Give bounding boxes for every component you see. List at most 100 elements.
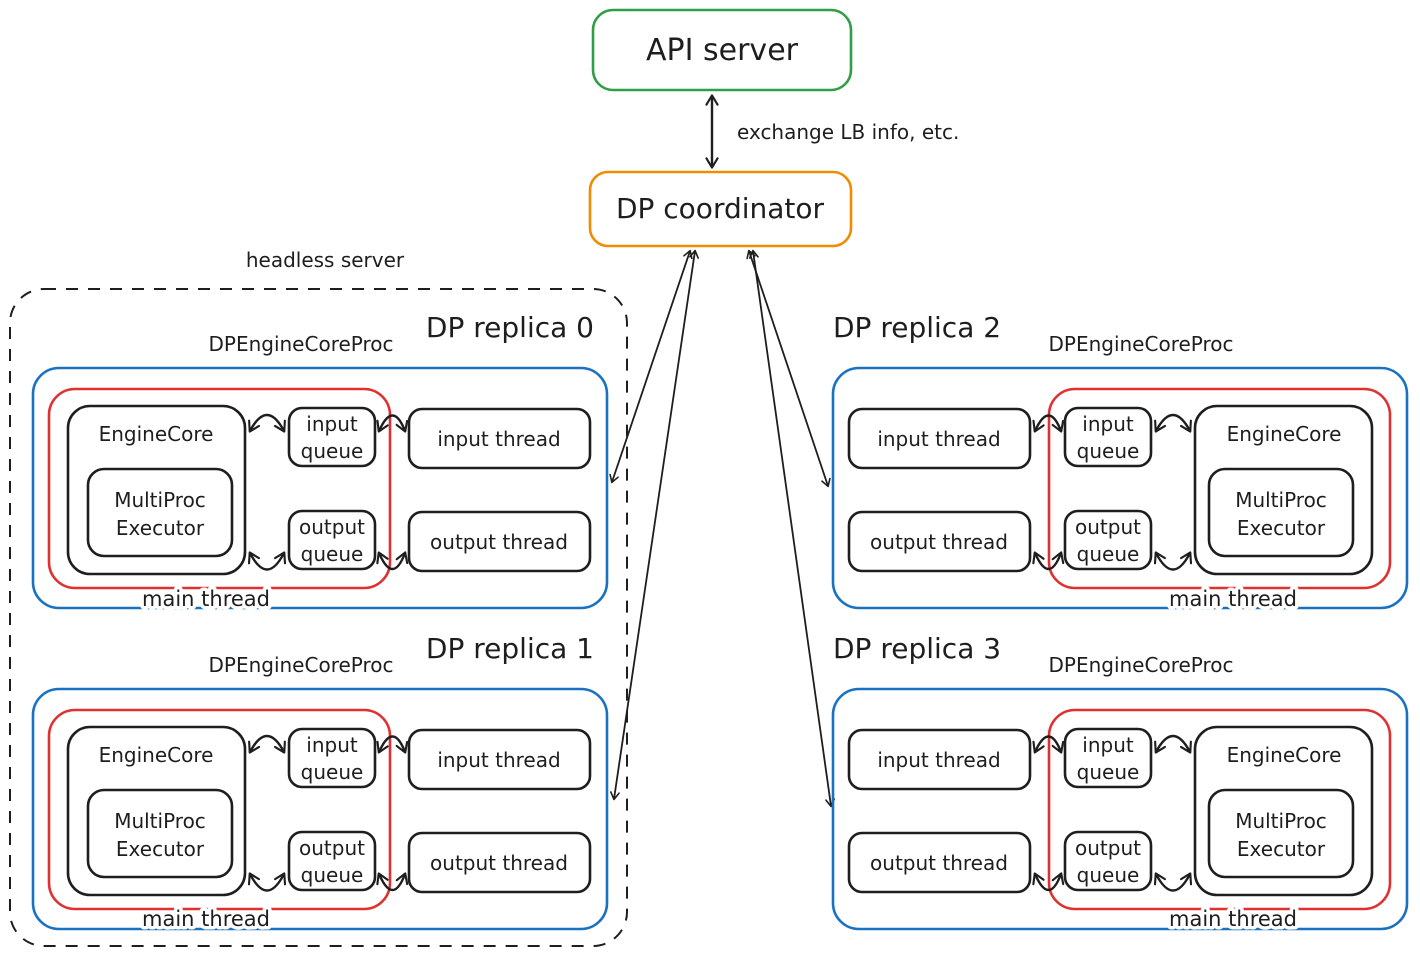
input-queue-label-line1: input	[306, 412, 358, 436]
exchange-info-label: exchange LB info, etc.	[737, 120, 959, 144]
outputqueue-outputthread-arrow	[376, 872, 409, 892]
input-thread-label: input thread	[437, 748, 560, 772]
output-queue-label-line2: queue	[1077, 542, 1140, 566]
enginecore-label: EngineCore	[1227, 743, 1342, 767]
input-thread-label: input thread	[877, 748, 1000, 772]
enginecore-outputqueue-arrow	[247, 551, 287, 571]
input-thread-box	[407, 407, 592, 470]
coordinator-replica-arrows	[609, 249, 836, 808]
input-queue-label-line1: input	[1082, 733, 1134, 757]
multiproc-executor-label-line2: Executor	[116, 516, 205, 540]
multiproc-executor-box	[1207, 467, 1355, 558]
headless-server-boundary	[9, 288, 628, 947]
inputqueue-enginecore-arrow	[1154, 734, 1192, 754]
main-thread-label: main thread	[1169, 587, 1297, 611]
output-queue-label-line1: output	[299, 836, 365, 860]
input-thread-box	[407, 728, 592, 791]
output-queue-label-line2: queue	[1077, 863, 1140, 887]
replica-0-title: DP replica 0	[426, 311, 594, 344]
multiproc-executor-box	[1207, 788, 1355, 879]
inputqueue-inputthread-arrow	[376, 735, 409, 754]
dp-coordinator-label: DP coordinator	[616, 192, 825, 225]
dpenginecoreproc-label: DPEngineCoreProc	[208, 332, 393, 356]
replica-3-group: DP replica 3 DPEngineCoreProc input thre…	[831, 632, 1409, 935]
main-thread-label: main thread	[142, 907, 270, 931]
api-server-box	[591, 8, 853, 92]
enginecore-label: EngineCore	[99, 743, 214, 767]
multiproc-executor-label-line2: Executor	[1237, 516, 1326, 540]
multiproc-executor-label-line1: MultiProc	[1235, 488, 1327, 512]
main-thread-label: main thread	[1169, 907, 1297, 931]
dpenginecoreproc-boundary	[31, 366, 609, 610]
output-queue-label-line1: output	[1075, 836, 1141, 860]
output-thread-label: output thread	[430, 530, 568, 554]
inputthread-inputqueue-arrow	[1032, 414, 1065, 433]
input-thread-box	[847, 407, 1032, 470]
multiproc-executor-label-line1: MultiProc	[1235, 809, 1327, 833]
dp-coordinator-node: DP coordinator	[588, 170, 853, 248]
enginecore-label: EngineCore	[1227, 422, 1342, 446]
output-queue-label-line2: queue	[301, 863, 364, 887]
enginecore-inputqueue-arrow	[248, 413, 286, 433]
replica-2-title: DP replica 2	[833, 311, 1001, 344]
input-queue-label-line2: queue	[301, 760, 364, 784]
main-thread-boundary	[1047, 387, 1392, 590]
input-thread-label: input thread	[877, 427, 1000, 451]
dpenginecoreproc-label: DPEngineCoreProc	[1048, 332, 1233, 356]
coordinator-replica1-arrow	[610, 249, 699, 801]
input-queue-label-line2: queue	[1077, 760, 1140, 784]
main-thread-label: main thread	[142, 587, 270, 611]
outputthread-outputqueue-arrow	[1032, 872, 1065, 892]
inputqueue-enginecore-arrow	[1154, 413, 1192, 433]
dpenginecoreproc-boundary	[31, 687, 609, 931]
api-server-node: API server	[591, 8, 853, 92]
dpenginecoreproc-boundary	[831, 687, 1409, 931]
inputqueue-inputthread-arrow	[376, 414, 409, 433]
output-thread-box	[847, 831, 1032, 894]
replica-1-group: DP replica 1 DPEngineCoreProc EngineCore…	[31, 632, 609, 935]
main-thread-boundary	[47, 387, 392, 590]
replica-2-group: DP replica 2 DPEngineCoreProc input thre…	[831, 311, 1409, 615]
output-queue-box	[287, 830, 377, 892]
output-queue-box	[1063, 830, 1153, 892]
inputthread-inputqueue-arrow	[1032, 735, 1065, 754]
input-thread-box	[847, 728, 1032, 791]
dpenginecoreproc-boundary	[831, 366, 1409, 610]
output-thread-box	[407, 831, 592, 894]
output-queue-box	[1063, 509, 1153, 571]
output-queue-label-line1: output	[299, 515, 365, 539]
output-queue-box	[287, 509, 377, 571]
coordinator-replica2-arrow	[746, 249, 831, 488]
headless-server-label: headless server	[246, 248, 405, 272]
output-thread-label: output thread	[430, 851, 568, 875]
multiproc-executor-label-line2: Executor	[1237, 837, 1326, 861]
multiproc-executor-label-line1: MultiProc	[114, 488, 206, 512]
replica-1-title: DP replica 1	[426, 632, 594, 665]
output-queue-label-line1: output	[1075, 515, 1141, 539]
dpenginecoreproc-label: DPEngineCoreProc	[1048, 653, 1233, 677]
output-thread-box	[407, 510, 592, 573]
output-thread-label: output thread	[870, 851, 1008, 875]
outputqueue-enginecore-arrow	[1153, 551, 1193, 571]
input-queue-label-line2: queue	[301, 439, 364, 463]
multiproc-executor-label-line1: MultiProc	[114, 809, 206, 833]
dpenginecoreproc-label: DPEngineCoreProc	[208, 653, 393, 677]
output-thread-label: output thread	[870, 530, 1008, 554]
multiproc-executor-box	[86, 788, 234, 879]
outputqueue-enginecore-arrow	[1153, 872, 1193, 892]
enginecore-inputqueue-arrow	[248, 734, 286, 754]
enginecore-label: EngineCore	[99, 422, 214, 446]
input-queue-box	[1063, 727, 1153, 789]
multiproc-executor-box	[86, 467, 234, 558]
main-thread-boundary	[1047, 708, 1392, 911]
input-thread-label: input thread	[437, 427, 560, 451]
outputqueue-outputthread-arrow	[376, 551, 409, 571]
input-queue-label-line1: input	[1082, 412, 1134, 436]
outputthread-outputqueue-arrow	[1032, 551, 1065, 571]
main-thread-boundary	[47, 708, 392, 911]
input-queue-box	[287, 406, 377, 468]
dp-coordinator-box	[588, 170, 853, 248]
input-queue-label-line1: input	[306, 733, 358, 757]
